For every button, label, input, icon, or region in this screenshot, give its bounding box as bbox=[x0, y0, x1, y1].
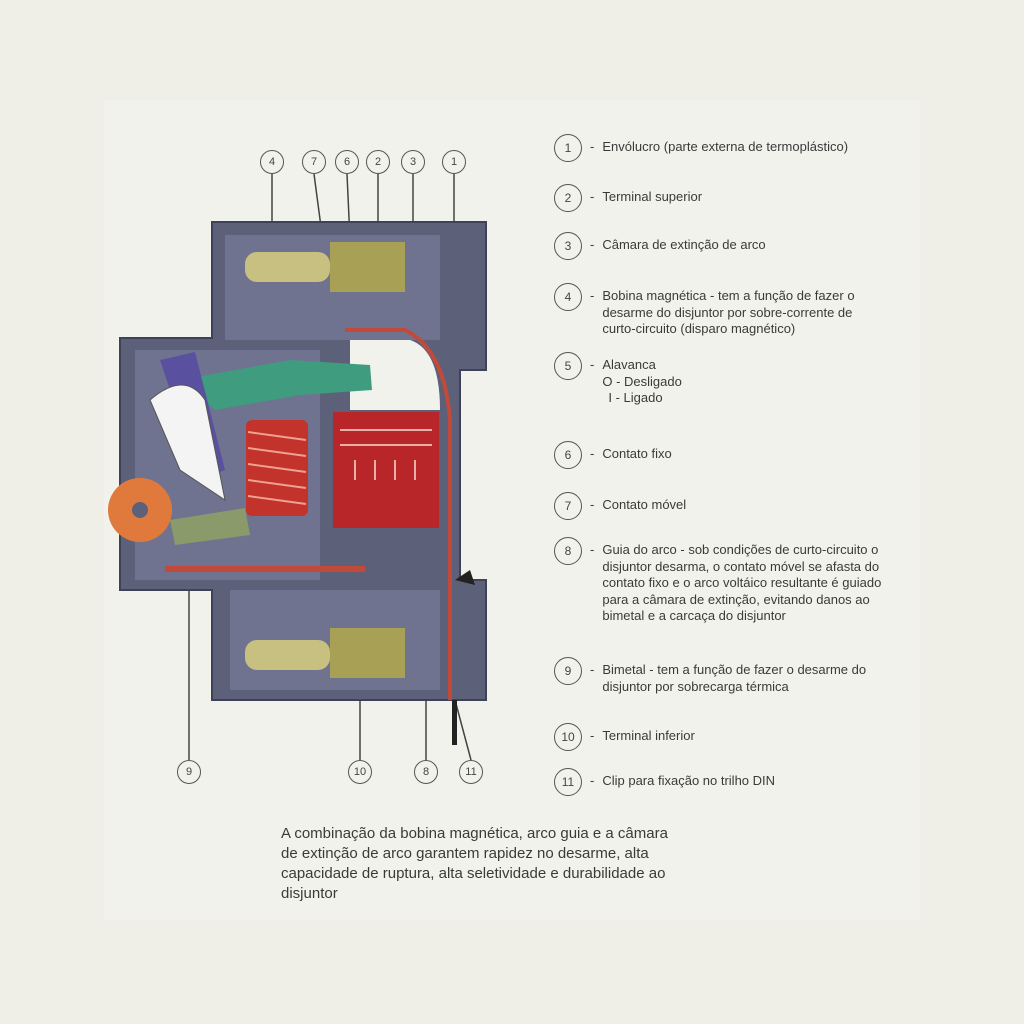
terminal-bottom bbox=[330, 628, 405, 678]
legend-item: 11-Clip para fixação no trilho DIN bbox=[554, 768, 775, 796]
callout-badge: 7 bbox=[302, 150, 326, 174]
dash: - bbox=[590, 189, 595, 204]
legend-number-badge: 9 bbox=[554, 657, 582, 685]
dash: - bbox=[590, 446, 595, 461]
legend-item: 7-Contato móvel bbox=[554, 492, 686, 520]
legend-text: Contato fixo bbox=[602, 446, 671, 463]
legend-line: Clip para fixação no trilho DIN bbox=[602, 773, 776, 788]
legend-text: Terminal superior bbox=[602, 189, 702, 206]
legend-number-badge: 3 bbox=[554, 232, 582, 260]
legend-line: Contato fixo bbox=[602, 446, 672, 461]
legend-line: curto-circuito (disparo magnético) bbox=[602, 321, 796, 336]
dash: - bbox=[590, 773, 595, 788]
legend-line: Envólucro (parte externa de termoplástic… bbox=[602, 139, 849, 154]
callout-badge: 6 bbox=[335, 150, 359, 174]
legend-text: Bimetal - tem a função de fazer o desarm… bbox=[602, 662, 866, 695]
din-clip bbox=[452, 700, 457, 745]
dash: - bbox=[590, 357, 595, 372]
legend-text: Terminal inferior bbox=[602, 728, 694, 745]
callout-badge: 11 bbox=[459, 760, 483, 784]
legend-text: Envólucro (parte externa de termoplástic… bbox=[602, 139, 848, 156]
dash: - bbox=[590, 497, 595, 512]
terminal-top bbox=[330, 242, 405, 292]
callout-badge: 8 bbox=[414, 760, 438, 784]
legend-text: Clip para fixação no trilho DIN bbox=[602, 773, 775, 790]
callout-badge: 2 bbox=[366, 150, 390, 174]
legend-line: Guia do arco - sob condições de curto-ci… bbox=[602, 542, 879, 557]
legend-item: 4-Bobina magnética - tem a função de faz… bbox=[554, 283, 855, 338]
paragraph-line: de extinção de arco garantem rapidez no … bbox=[281, 845, 649, 862]
callout-badge: 9 bbox=[177, 760, 201, 784]
dash: - bbox=[590, 662, 595, 677]
legend-line: Contato móvel bbox=[602, 497, 687, 512]
latch bbox=[170, 508, 250, 545]
dash: - bbox=[590, 139, 595, 154]
legend-line: Alavanca bbox=[602, 357, 656, 372]
legend-number-badge: 6 bbox=[554, 441, 582, 469]
arc-extinction-chamber bbox=[333, 412, 439, 528]
legend-number-badge: 10 bbox=[554, 723, 582, 751]
legend-text: Câmara de extinção de arco bbox=[602, 237, 765, 254]
legend-item: 1-Envólucro (parte externa de termoplást… bbox=[554, 134, 848, 162]
dash: - bbox=[590, 237, 595, 252]
legend-text: Guia do arco - sob condições de curto-ci… bbox=[602, 542, 881, 625]
legend-item: 2-Terminal superior bbox=[554, 184, 702, 212]
legend-line: O - Desligado bbox=[602, 373, 682, 389]
legend-item: 3-Câmara de extinção de arco bbox=[554, 232, 766, 260]
callout-badge: 3 bbox=[401, 150, 425, 174]
legend-line: I - Ligado bbox=[608, 390, 663, 405]
legend-number-badge: 8 bbox=[554, 537, 582, 565]
legend-item: 10-Terminal inferior bbox=[554, 723, 695, 751]
legend-text: Bobina magnética - tem a função de fazer… bbox=[602, 288, 854, 338]
summary-paragraph: A combinação da bobina magnética, arco g… bbox=[281, 824, 668, 904]
legend-text: Contato móvel bbox=[602, 497, 686, 514]
legend-number-badge: 5 bbox=[554, 352, 582, 380]
legend-line: Bimetal - tem a função de fazer o desarm… bbox=[602, 662, 867, 677]
legend-line: disjuntor por sobrecarga térmica bbox=[602, 678, 789, 694]
paragraph-line: A combinação da bobina magnética, arco g… bbox=[281, 825, 668, 842]
lever-blade bbox=[149, 384, 226, 502]
bimetal bbox=[165, 566, 365, 572]
legend-line: Terminal superior bbox=[602, 189, 703, 204]
dash: - bbox=[590, 542, 595, 557]
legend-number-badge: 11 bbox=[554, 768, 582, 796]
legend-number-badge: 7 bbox=[554, 492, 582, 520]
legend-number-badge: 2 bbox=[554, 184, 582, 212]
moving-contact bbox=[180, 360, 372, 410]
legend-number-badge: 1 bbox=[554, 134, 582, 162]
legend-item: 8-Guia do arco - sob condições de curto-… bbox=[554, 537, 881, 625]
dash: - bbox=[590, 728, 595, 743]
legend-line: Terminal inferior bbox=[602, 728, 695, 743]
legend-line: contato fixo e o arco voltáico resultant… bbox=[602, 575, 882, 590]
callout-badge: 1 bbox=[442, 150, 466, 174]
paragraph-line: disjuntor bbox=[281, 885, 338, 902]
legend: 1-Envólucro (parte externa de termoplást… bbox=[554, 134, 881, 796]
legend-item: 9-Bimetal - tem a função de fazer o desa… bbox=[554, 657, 866, 695]
arc-guide bbox=[345, 328, 452, 700]
legend-line: disjuntor desarma, o contato móvel se af… bbox=[602, 558, 880, 574]
legend-line: para a câmara de extinção, evitando dano… bbox=[602, 591, 870, 607]
legend-number-badge: 4 bbox=[554, 283, 582, 311]
legend-item: 6-Contato fixo bbox=[554, 441, 672, 469]
paragraph-line: capacidade de ruptura, alta seletividade… bbox=[281, 865, 666, 882]
legend-line: bimetal e a carcaça do disjuntor bbox=[602, 608, 786, 623]
callout-badge: 10 bbox=[348, 760, 372, 784]
dash: - bbox=[590, 288, 595, 303]
arc-chamber-top bbox=[350, 340, 440, 410]
legend-line: Bobina magnética - tem a função de fazer… bbox=[602, 288, 855, 303]
legend-line: desarme do disjuntor por sobre-corrente … bbox=[602, 304, 853, 320]
legend-line: Câmara de extinção de arco bbox=[602, 237, 766, 252]
callout-badge: 4 bbox=[260, 150, 284, 174]
